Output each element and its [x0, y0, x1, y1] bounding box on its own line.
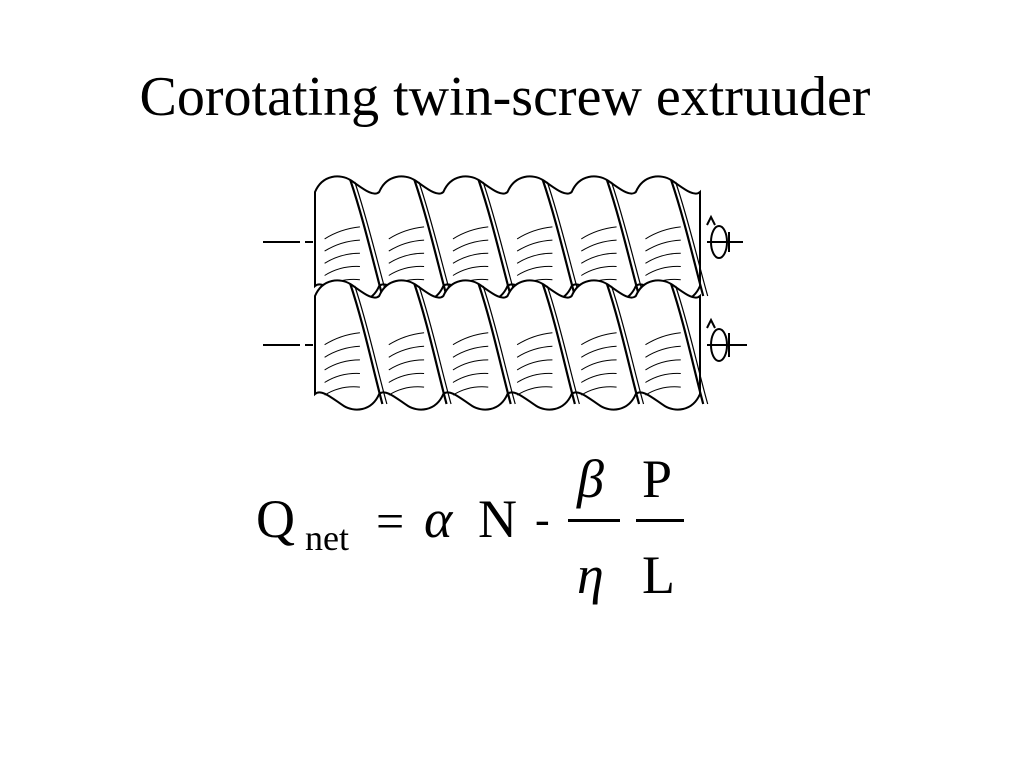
screw-bottom-flight [413, 283, 448, 405]
screw-top-shading [581, 226, 617, 240]
eq-eta: η [577, 545, 604, 605]
eq-fraction-bar-beta-eta [568, 519, 620, 522]
slide-title: Corotating twin-screw extruuder [139, 66, 871, 128]
screw-bottom-flight [670, 283, 705, 405]
screw-top-shading [645, 239, 681, 252]
screw-top-shading [388, 252, 425, 264]
screw-bottom-shading [581, 345, 617, 358]
screw-bottom-shading [581, 386, 617, 396]
screw-top-shading [645, 265, 681, 276]
screw-bottom-shading [516, 386, 553, 396]
screw-bottom-shading [645, 372, 681, 383]
screw-top-flight [605, 179, 641, 297]
screw-top-flight [541, 179, 576, 297]
screw-bottom-flight-edge [546, 285, 580, 405]
screw-bottom-flight-edge [418, 285, 452, 405]
screw-top-shading [645, 252, 681, 264]
screw-top [314, 175, 709, 303]
screw-top-shading [645, 226, 681, 240]
screw-bottom-flight [541, 283, 576, 405]
screw-top-flight-edge [418, 181, 452, 297]
screw-bottom-shading [645, 332, 681, 346]
screw-top-shading [388, 265, 425, 276]
screw-bottom-shading [324, 332, 360, 346]
eq-q: Q [256, 489, 295, 549]
eq-beta: β [577, 449, 604, 509]
eq-n: N [478, 489, 517, 549]
screw-top-flight-edge [546, 181, 580, 297]
screw-top-shading [581, 252, 617, 264]
twin-screw-diagram [263, 175, 747, 411]
screw-bottom-shading [581, 332, 617, 346]
screw-bottom-shading [388, 386, 425, 396]
screw-bottom-shading [324, 345, 360, 358]
screw-bottom-flight [477, 283, 512, 405]
screw-bottom-shading [645, 359, 681, 371]
screw-top-shading [324, 265, 360, 276]
screw-top-flight-edge [482, 181, 516, 297]
rotation-arrow-top-icon [706, 214, 743, 259]
screw-bottom-shading [388, 372, 425, 383]
screw-top-shading [516, 252, 553, 264]
screw-bottom-shading [388, 345, 425, 358]
screw-top-shading [324, 226, 360, 240]
screw-top-flight-edge [610, 181, 645, 297]
screw-top-flight [413, 179, 448, 297]
screw-top-shading [452, 265, 489, 276]
screw-top-shading [324, 252, 360, 264]
eq-alpha: α [424, 489, 453, 549]
screw-top-shading [452, 226, 489, 240]
screw-bottom-shading [645, 386, 681, 396]
screw-top-shading [516, 226, 553, 240]
screw-bottom-shading [645, 345, 681, 358]
screw-top-shading [452, 239, 489, 252]
eq-subscript-net: net [305, 518, 349, 558]
screw-bottom-shading [516, 372, 553, 383]
screw-bottom-shading [452, 332, 489, 346]
screw-bottom-shading [324, 359, 360, 371]
screw-top-shading [452, 252, 489, 264]
screw-bottom-shading [452, 386, 489, 396]
screw-bottom-shading [452, 372, 489, 383]
screw-bottom-shading [581, 372, 617, 383]
screw-top-flight-edge [354, 181, 388, 297]
eq-fraction-bar-p-l [636, 519, 684, 522]
screw-top-flight-edge [675, 181, 709, 297]
eq-equals: = [376, 493, 405, 549]
screw-top-shading [581, 265, 617, 276]
screw-bottom-flight [349, 283, 384, 405]
screw-bottom-flight-edge [675, 285, 709, 405]
screw-top-shading [388, 226, 425, 240]
screw-top-shading [516, 265, 553, 276]
screw-bottom-shading [388, 332, 425, 346]
screw-bottom-shading [581, 359, 617, 371]
screw-bottom [314, 279, 709, 411]
screw-top-shading [516, 239, 553, 252]
screw-top-shading [388, 239, 425, 252]
screw-top-shading [324, 239, 360, 252]
screw-bottom-shading [516, 332, 553, 346]
screw-top-flight [670, 179, 705, 297]
screw-top-shading [581, 239, 617, 252]
rotation-arrow-bottom-icon [706, 317, 747, 362]
screw-bottom-shading [516, 359, 553, 371]
screw-bottom-flight [605, 283, 641, 405]
screw-bottom-flight-edge [354, 285, 388, 405]
screw-bottom-flight-edge [610, 285, 645, 405]
screw-bottom-shading [324, 386, 360, 396]
screw-bottom-shading [388, 359, 425, 371]
eq-minus: - [535, 495, 550, 544]
eq-p: P [642, 449, 673, 509]
eq-l: L [642, 545, 675, 605]
screw-bottom-shading [452, 359, 489, 371]
screw-bottom-shading [324, 372, 360, 383]
screw-top-flight [477, 179, 512, 297]
screw-bottom-flight-edge [482, 285, 516, 405]
screw-bottom-shading [516, 345, 553, 358]
screw-bottom-shading [452, 345, 489, 358]
screw-top-flight [349, 179, 384, 297]
